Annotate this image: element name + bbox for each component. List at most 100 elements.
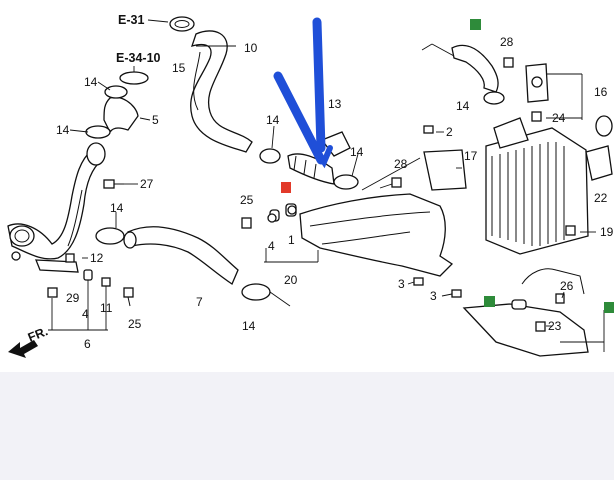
part-label-28b: 28	[500, 35, 514, 49]
clamp-14-f	[333, 174, 359, 190]
hose-10	[190, 30, 253, 153]
ref-label-e31: E-31	[118, 13, 144, 27]
part-label-15: 15	[172, 61, 186, 75]
clip-3a	[413, 277, 424, 286]
bolt-23	[535, 321, 546, 332]
part-label-25b: 25	[128, 317, 142, 331]
clamp-14-d	[241, 283, 271, 301]
part-label-14b: 14	[56, 123, 70, 137]
bracket-16-hole	[531, 76, 543, 88]
part-label-13: 13	[328, 97, 342, 111]
red-marker	[281, 182, 291, 193]
bracket-arm	[521, 268, 585, 295]
bolt-28b	[503, 57, 514, 68]
blue-pointer-arrow	[273, 17, 333, 169]
clamp-14-a	[104, 85, 128, 99]
part-label-1: 1	[288, 233, 295, 247]
part-label-11: 11	[100, 301, 113, 315]
pipe-6-end	[86, 142, 106, 166]
part-label-6: 6	[84, 337, 91, 351]
part-label-12: 12	[90, 251, 104, 265]
grommet-4	[267, 213, 277, 223]
part-label-2: 2	[446, 125, 453, 139]
grommet-1	[287, 205, 297, 215]
part-label-26: 26	[560, 279, 574, 293]
bolt-29	[47, 287, 58, 298]
intercooler-inlet	[493, 117, 529, 149]
part-label-23: 23	[548, 319, 562, 333]
clamp-e34	[119, 71, 149, 85]
clip-3b	[451, 289, 462, 298]
hose-10-crease	[193, 51, 201, 111]
part-label-4b: 4	[268, 239, 275, 253]
bolt-25a	[241, 217, 252, 229]
hose-13-rib3	[313, 163, 317, 179]
part-21	[595, 115, 613, 137]
part-label-24: 24	[552, 111, 566, 125]
pipe-6-inlet	[9, 225, 35, 247]
bolt-28a	[391, 177, 402, 188]
hose-7-end	[123, 231, 137, 249]
clip-19	[565, 225, 576, 236]
clamp-14-e	[259, 148, 281, 164]
pipe-bracket	[35, 259, 79, 273]
nut-4	[83, 269, 93, 281]
part-label-28a: 28	[394, 157, 408, 171]
part-label-17: 17	[464, 149, 478, 163]
bolt-12	[65, 253, 75, 263]
part-label-5: 5	[152, 113, 159, 127]
part-label-16: 16	[594, 85, 608, 99]
hose-7	[127, 226, 239, 285]
bolt-27	[103, 179, 124, 189]
part-label-27: 27	[140, 177, 154, 191]
hose-5	[103, 96, 139, 134]
front-label: FR.	[26, 324, 50, 345]
green-marker-bottom-left	[484, 296, 495, 307]
duct-1-ridge2	[321, 231, 411, 245]
bracket-bolt	[11, 251, 21, 261]
bolt-11	[101, 277, 111, 287]
bolt-25b	[123, 287, 134, 307]
part-label-22: 22	[594, 191, 608, 205]
bracket-17	[423, 149, 467, 191]
ref-e31-leader	[147, 19, 169, 23]
clamp-14-c	[95, 227, 125, 245]
part-label-14f: 14	[350, 145, 364, 159]
clip-green-bottom	[511, 299, 527, 310]
green-marker-bottom-right	[604, 302, 614, 313]
intercooler-fins	[491, 142, 565, 246]
duct-1	[299, 193, 454, 277]
part-label-14g: 14	[456, 99, 470, 113]
bolt-26	[555, 293, 565, 304]
flange-22	[585, 145, 613, 181]
bracket-lower-right	[462, 303, 589, 357]
part-label-14d: 14	[242, 319, 256, 333]
pipe-6-inlet-inner	[14, 229, 30, 243]
diagram-canvas: E-31 E-34-10	[7, 13, 614, 358]
clip-2	[423, 125, 434, 134]
ref-label-e34-10: E-34-10	[116, 51, 161, 65]
part-label-3a: 3	[398, 277, 405, 291]
front-direction-indicator: FR.	[8, 324, 50, 358]
nut-24	[531, 111, 542, 122]
blank-area	[0, 372, 614, 480]
part-label-29: 29	[66, 291, 80, 305]
clamp-14-g	[483, 91, 505, 105]
hose-13-rib2	[303, 159, 307, 175]
intercooler-body	[485, 127, 589, 255]
part-label-14e: 14	[266, 113, 280, 127]
part-label-20: 20	[284, 273, 298, 287]
part-label-14a: 14	[84, 75, 98, 89]
parts-diagram: E-31 E-34-10	[7, 13, 614, 358]
clamp-15	[169, 16, 195, 32]
part-label-19: 19	[600, 225, 614, 239]
leader-lines	[48, 43, 605, 352]
part-label-3b: 3	[430, 289, 437, 303]
clamp-14-b	[85, 125, 111, 139]
pipe-6-crease	[67, 189, 83, 247]
hose-upper-right	[451, 44, 499, 93]
part-label-14c: 14	[110, 201, 124, 215]
part-label-7: 7	[196, 295, 203, 309]
duct-1-ridge	[309, 211, 431, 227]
part-label-25a: 25	[240, 193, 254, 207]
